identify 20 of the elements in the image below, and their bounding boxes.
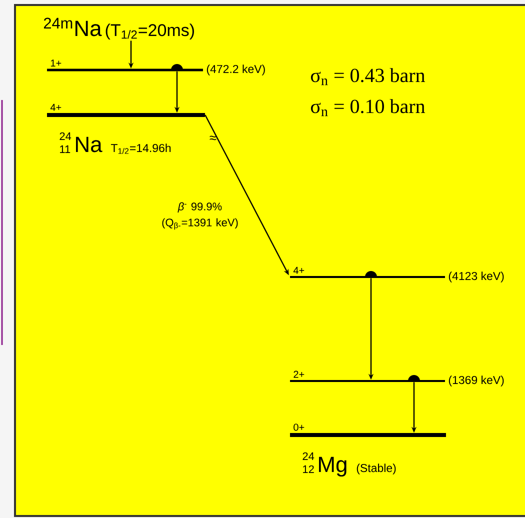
spin-label: 2+ [294, 370, 304, 378]
energy-label: (472.2 keV) [206, 64, 265, 76]
element-symbol: Mg [319, 456, 346, 477]
spin-label: 4+ [50, 104, 62, 111]
cross-section-label: σ$_{n}$ = 0.43 barn [310, 68, 425, 86]
edge-label: β$^{-}$ 99.9% (Q$_{β-}$=1391 keV) [153, 201, 247, 231]
mass-number: 24 [60, 132, 72, 140]
spin-label: 0+ [294, 424, 304, 431]
half-life-label: (Stable) [356, 464, 396, 474]
spin-label: 1+ [50, 60, 62, 67]
atomic-number: 12 [303, 465, 314, 473]
atomic-number: 11 [60, 145, 70, 153]
cross-section-label: σ$_{n}$ = 0.10 barn [310, 99, 425, 116]
element-symbol: Na [76, 136, 102, 152]
spin-label: 4+ [293, 266, 304, 274]
energy-label: (1369 keV) [448, 376, 504, 386]
half-life-label: T$_{1/2}$=14.96h [110, 144, 171, 154]
energy-label: (4123 keV) [448, 272, 504, 282]
mass-number: 24 [302, 452, 314, 460]
approx-sign: ≈ [210, 136, 216, 140]
